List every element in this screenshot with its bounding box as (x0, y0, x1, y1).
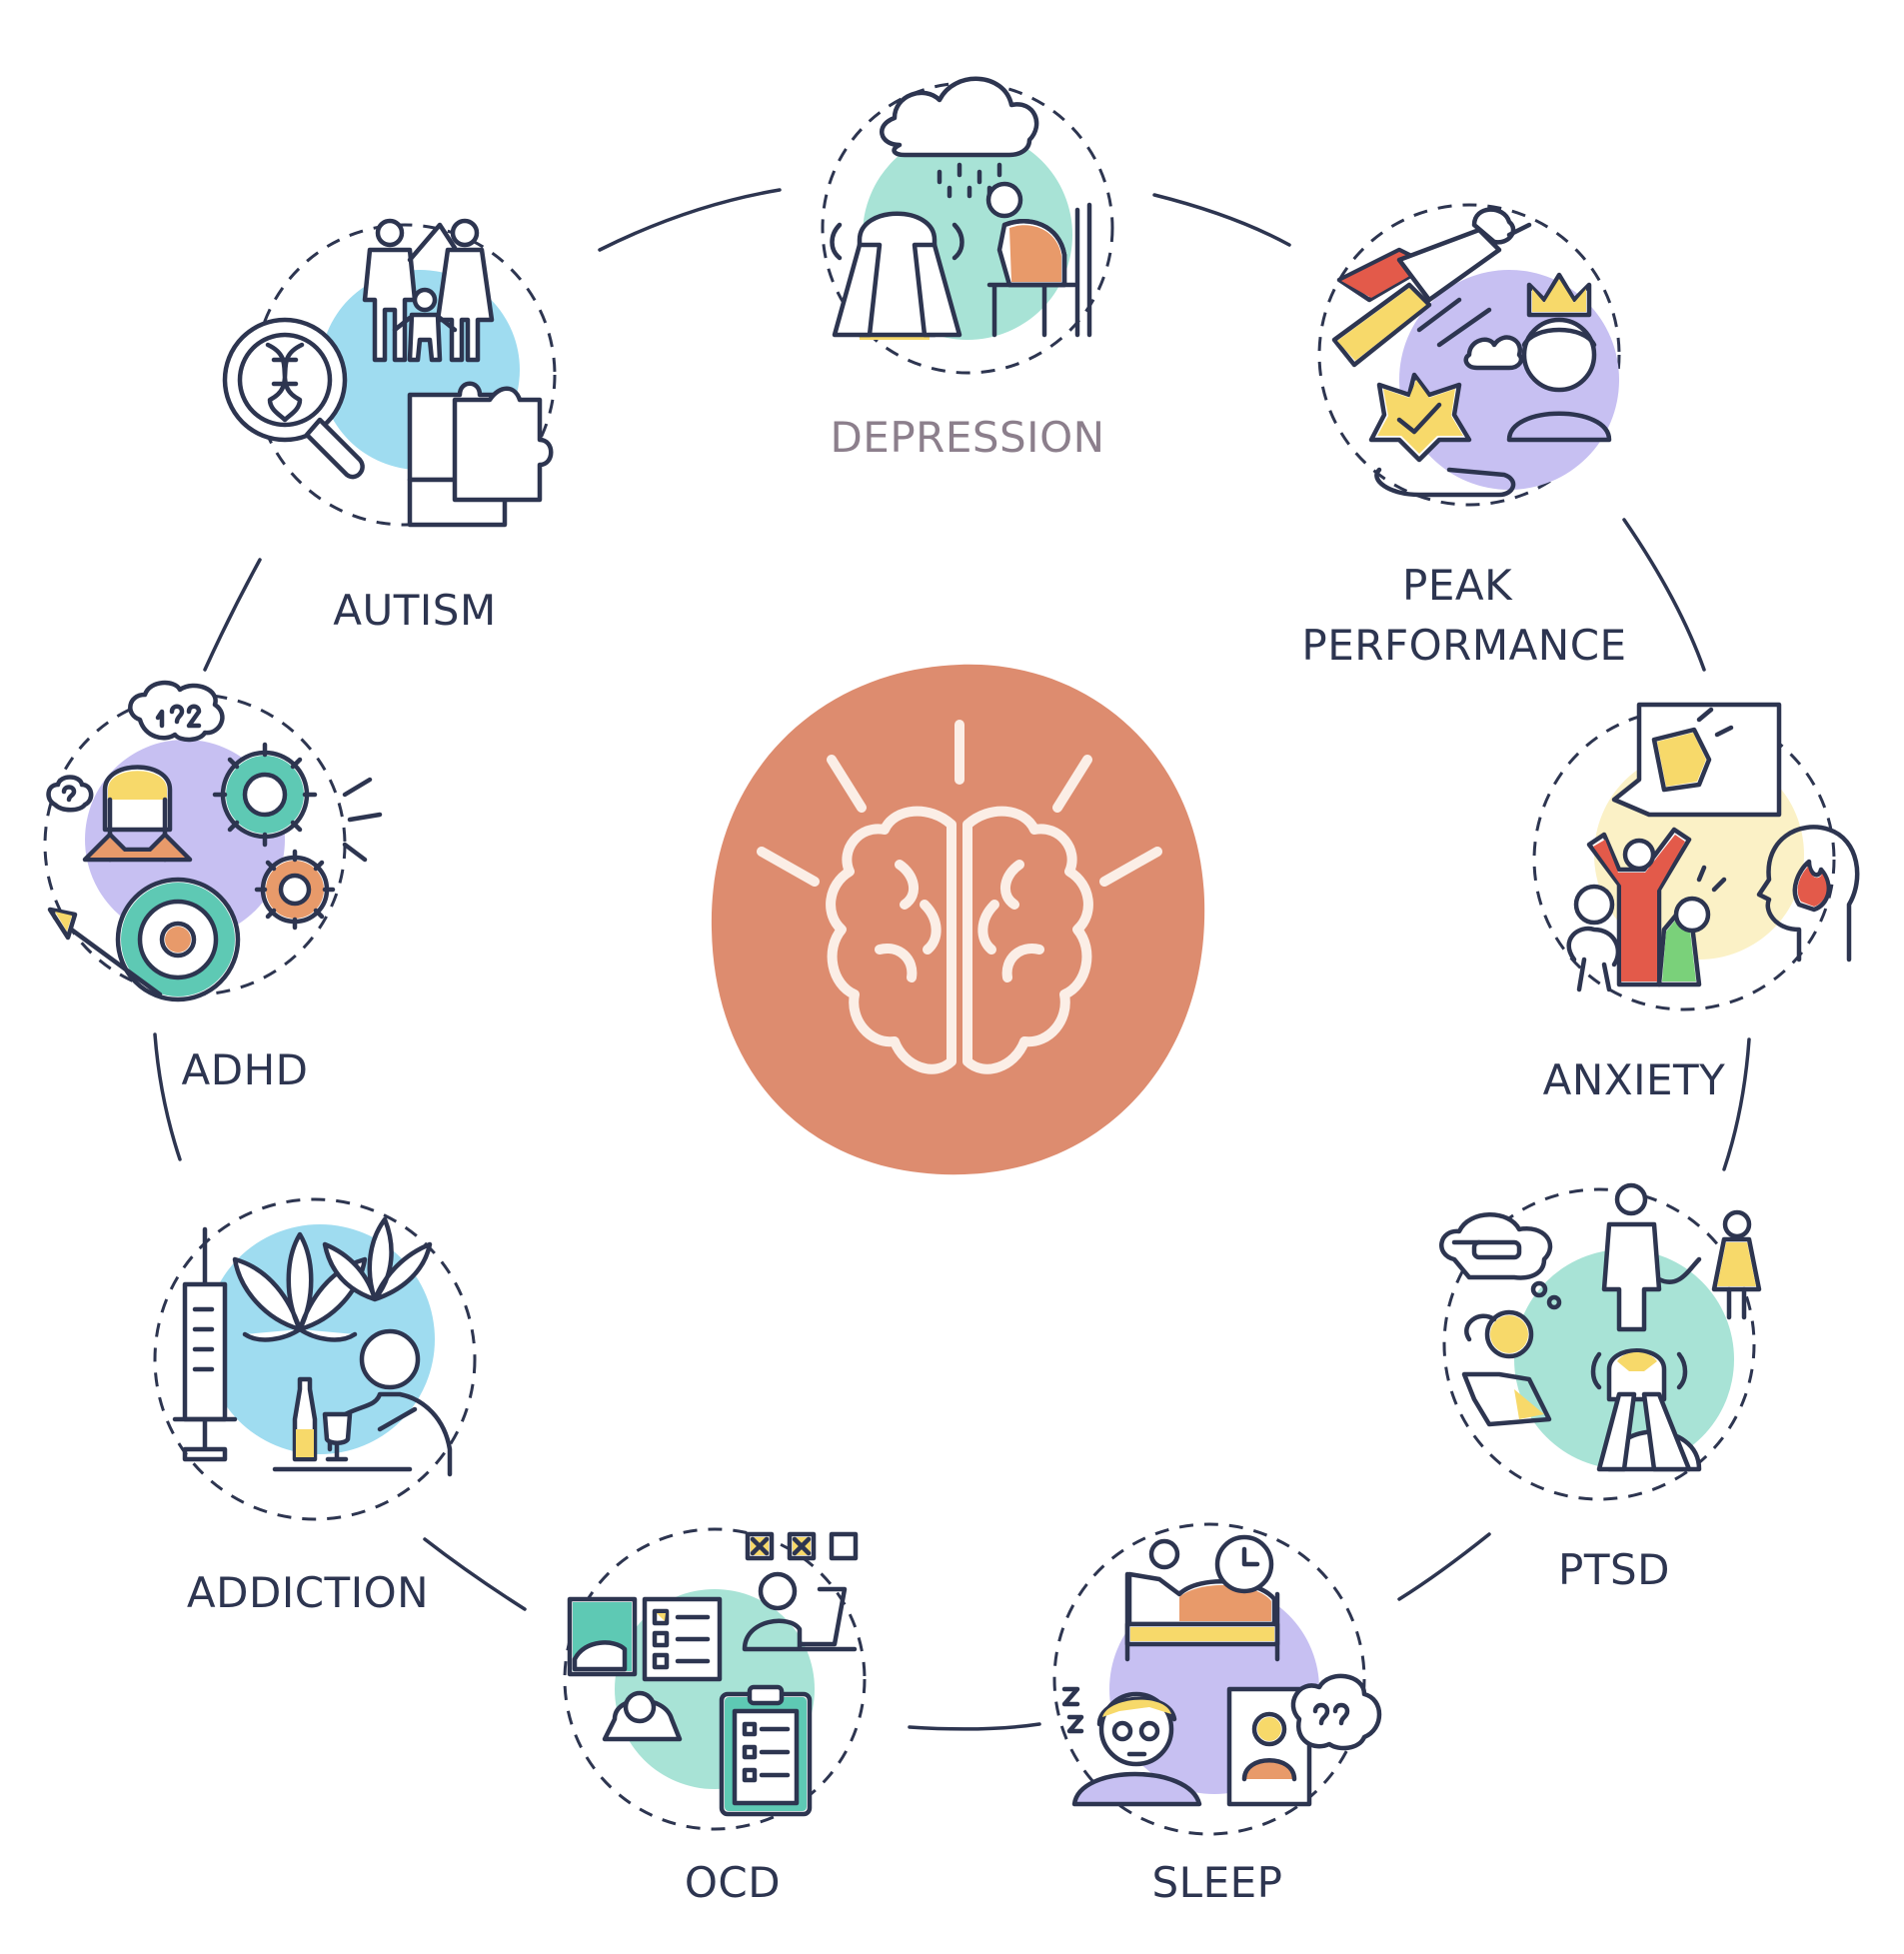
connector-autism-depression (598, 188, 782, 252)
peak-performance-icon (1317, 203, 1621, 507)
node-autism-label: AUTISM (333, 586, 496, 635)
node-anxiety-label: ANXIETY (1543, 1055, 1726, 1104)
node-adhd: ADHD (43, 680, 383, 1094)
brain-icon (757, 720, 1162, 1074)
node-sleep-label: SLEEP (1152, 1858, 1283, 1907)
depression-icon (821, 76, 1114, 375)
center-brain (711, 664, 1205, 1175)
connector-depression-peak (1152, 193, 1291, 247)
autism-icon (222, 218, 557, 528)
connector-sleep-ocd (908, 1722, 1041, 1731)
node-ptsd: PTSD (1439, 1182, 1762, 1594)
node-ocd: OCD (563, 1527, 867, 1907)
node-addiction: ADDICTION (153, 1197, 477, 1617)
node-anxiety: ANXIETY (1532, 702, 1860, 1104)
connector-adhd-autism (203, 558, 262, 672)
node-addiction-label: ADDICTION (187, 1568, 429, 1617)
node-ocd-label: OCD (685, 1858, 781, 1907)
addiction-icon (153, 1197, 477, 1521)
gear-small-icon (254, 849, 336, 931)
node-ptsd-label: PTSD (1558, 1545, 1670, 1594)
node-adhd-label: ADHD (182, 1045, 309, 1094)
center-blob (711, 664, 1205, 1175)
connector-ocd-addiction (423, 1537, 527, 1611)
node-depression-label: DEPRESSION (830, 413, 1104, 462)
node-peak-label: PEAK PERFORMANCE (1301, 561, 1626, 670)
adhd-icon (43, 680, 383, 1002)
ptsd-icon (1439, 1182, 1762, 1501)
node-peak: PEAK PERFORMANCE (1301, 203, 1626, 670)
gear-icon (212, 742, 318, 848)
connector-ptsd-sleep (1397, 1532, 1491, 1601)
sleep-icon (1052, 1522, 1382, 1836)
connector-anxiety-ptsd (1722, 1037, 1751, 1171)
connector-peak-anxiety (1622, 518, 1706, 672)
connector-addiction-adhd (153, 1032, 182, 1161)
node-depression: DEPRESSION (821, 76, 1114, 462)
connector-ring (153, 188, 1751, 1731)
node-sleep: SLEEP (1052, 1522, 1382, 1907)
ocd-icon (563, 1527, 867, 1831)
node-autism: AUTISM (222, 218, 557, 635)
anxiety-icon (1532, 702, 1860, 1011)
